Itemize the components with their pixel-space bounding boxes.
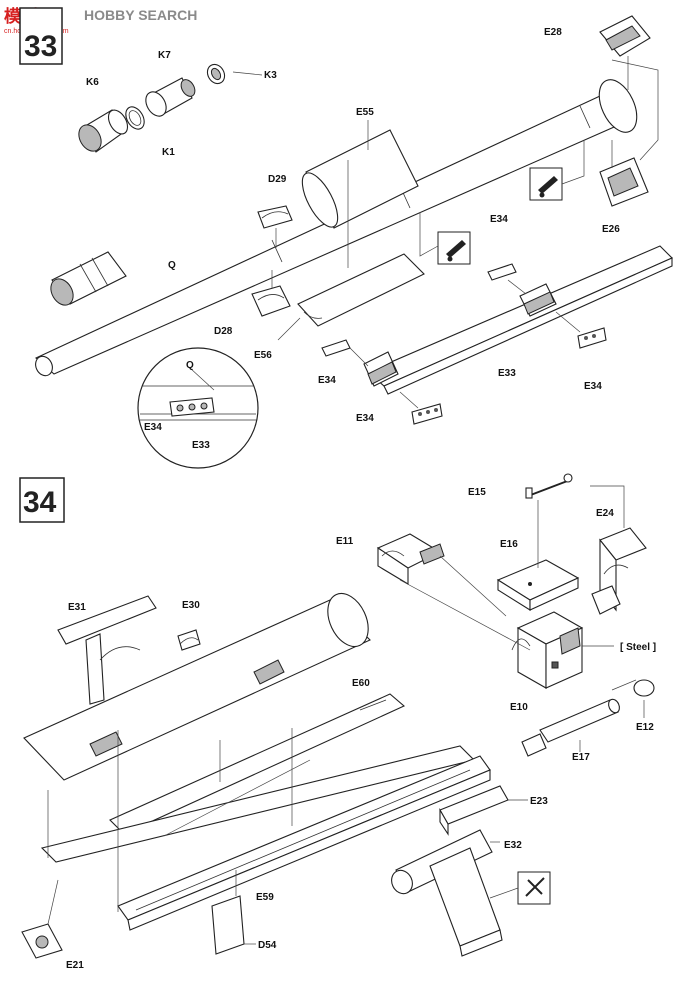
cutter-icon	[517, 871, 551, 905]
part-e31	[57, 595, 157, 705]
label-k6: K6	[86, 77, 99, 88]
clamp-d29	[257, 205, 293, 248]
step-34: 34 E15 E16 E24	[19, 473, 656, 971]
gun-barrel-q	[35, 79, 638, 377]
step-33: 33 K6 K7 K3 K1	[19, 7, 673, 469]
slide-rail-e33	[363, 245, 673, 395]
part-e34-right	[555, 311, 607, 349]
label-e12: E12	[636, 722, 654, 733]
label-e34-left: E34	[318, 375, 336, 386]
step-34-number: 34	[23, 486, 57, 519]
glue-icon	[437, 231, 471, 265]
label-e11: E11	[336, 536, 354, 547]
label-d28: D28	[214, 326, 233, 337]
clamp-d28	[251, 270, 291, 317]
label-e17: E17	[572, 752, 590, 763]
label-e33-detail: E33	[192, 440, 210, 451]
label-e26: E26	[602, 224, 620, 235]
part-e21	[21, 879, 63, 959]
label-e15: E15	[468, 487, 486, 498]
step-33-box	[19, 7, 63, 65]
label-d29: D29	[268, 174, 287, 185]
part-e16	[496, 500, 580, 611]
cradle-base	[117, 755, 491, 921]
part-e23	[439, 785, 509, 836]
label-d54: D54	[258, 940, 277, 951]
part-e24	[591, 527, 647, 615]
barrel-body	[35, 95, 632, 375]
step-34-box	[19, 477, 65, 523]
label-q: Q	[168, 260, 176, 271]
label-q-detail: Q	[186, 360, 194, 371]
barrel-assembly	[23, 592, 371, 781]
part-e15	[525, 473, 573, 499]
part-e10	[511, 611, 584, 689]
label-k1: K1	[162, 147, 175, 158]
barrel-sleeve-e55	[301, 120, 419, 268]
part-k1	[125, 106, 145, 130]
label-e23: E23	[530, 796, 548, 807]
label-e56: E56	[254, 350, 272, 361]
label-e34-top: E34	[490, 214, 508, 225]
watermark-brand: HOBBY SEARCH	[84, 7, 197, 23]
part-e11	[376, 533, 445, 585]
part-e59	[40, 745, 491, 931]
label-e34-bottom: E34	[356, 413, 374, 424]
label-e34-right: E34	[584, 381, 602, 392]
muzzle-brake-assembled	[50, 251, 127, 306]
label-e59: E59	[256, 892, 274, 903]
glue-icon	[529, 167, 563, 201]
detail-callout	[137, 347, 259, 469]
label-e24: E24	[596, 508, 614, 519]
part-e12	[633, 679, 655, 718]
label-k3: K3	[264, 70, 277, 81]
half-shell-e56	[277, 253, 425, 341]
label-e10: E10	[510, 702, 528, 713]
part-e26	[599, 140, 649, 207]
label-e21: E21	[66, 960, 84, 971]
label-steel: [ Steel ]	[620, 642, 656, 653]
part-e28	[599, 15, 651, 90]
label-e32: E32	[504, 840, 522, 851]
part-e34-left	[321, 339, 369, 367]
part-e34-bottom	[399, 391, 443, 425]
label-e16: E16	[500, 539, 518, 550]
part-e34-top	[487, 263, 527, 295]
label-e34-detail: E34	[144, 422, 162, 433]
label-e55: E55	[356, 107, 374, 118]
label-e30: E30	[182, 600, 200, 611]
part-e32	[391, 829, 503, 957]
label-e28: E28	[544, 27, 562, 38]
step-33-number: 33	[24, 30, 57, 63]
label-e60: E60	[352, 678, 370, 689]
muzzle-brake-parts	[78, 63, 263, 153]
label-k7: K7	[158, 50, 171, 61]
label-e33: E33	[498, 368, 516, 379]
part-e30	[177, 629, 201, 651]
part-e17	[521, 698, 620, 757]
label-e31: E31	[68, 602, 86, 613]
